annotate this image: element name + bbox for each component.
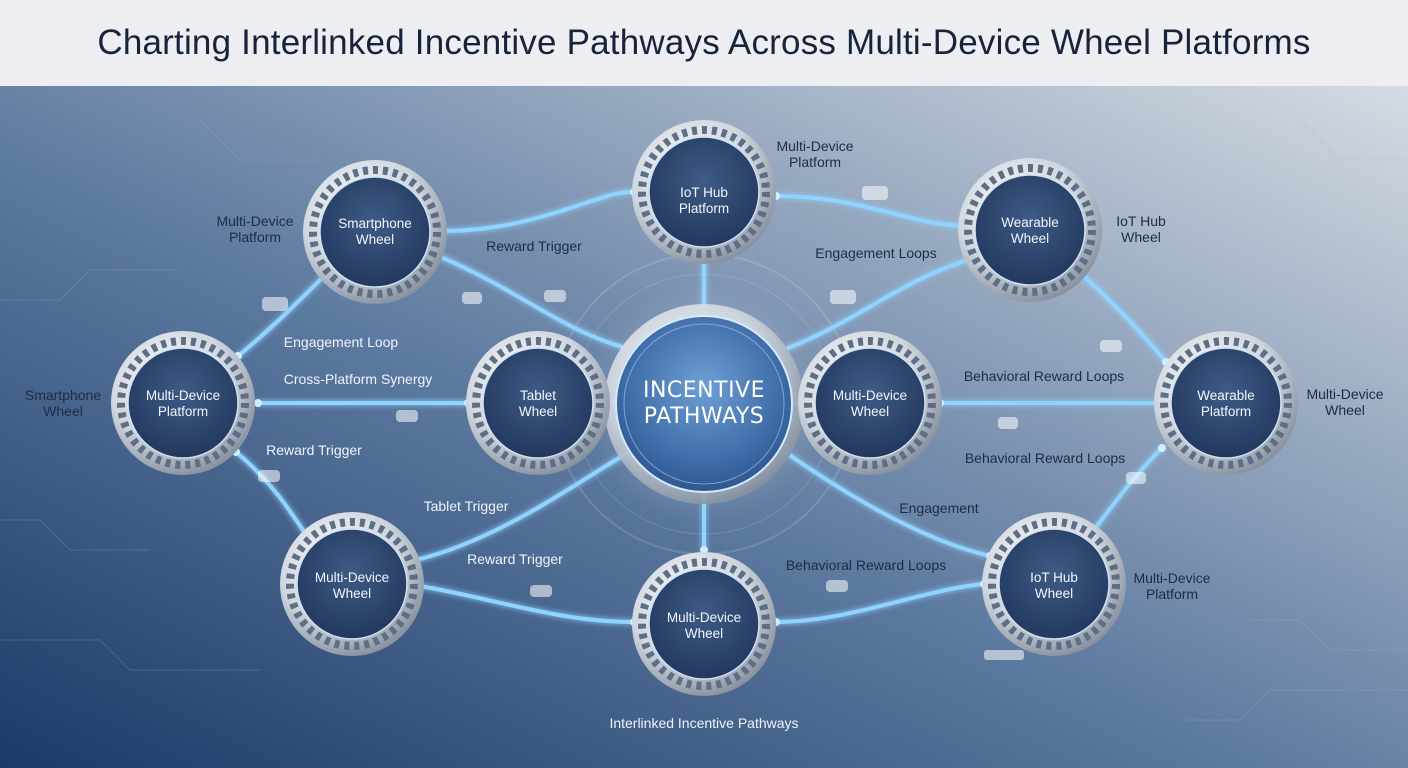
side-label-top-right-1: IoT Hub [1116,213,1166,229]
connector [786,452,992,558]
edge-label-cross-platform-synergy: Cross-Platform Synergy [284,371,433,387]
node-top-right-label-1: Wearable [1001,215,1059,230]
node-top-center: IoT Hub Platform [632,120,776,264]
side-label-far-right-1: Multi-Device [1306,386,1383,402]
edge-label-engagement-loop-left: Engagement Loop [284,334,399,350]
edge-label-behavioral-reward-loops-1: Behavioral Reward Loops [964,368,1124,384]
diagram-title: Charting Interlinked Incentive Pathways … [97,23,1311,62]
edge-label-engagement-loops-top: Engagement Loops [815,245,936,261]
node-top-left-label-1: Smartphone [338,216,412,231]
side-label-top-right-2: Wheel [1121,229,1161,245]
edge-label-engagement: Engagement [899,500,979,516]
connector [1090,446,1164,534]
node-mid-far-right: Wearable Platform [1154,331,1298,475]
node-mid-right: Multi-Device Wheel [798,331,942,475]
edge-label-reward-trigger-left: Reward Trigger [266,442,362,458]
connector [1073,266,1168,364]
node-bottom-right-label-2: Wheel [1035,586,1073,601]
side-labels: Multi-Device Platform Multi-Device Platf… [25,138,1384,602]
node-mid-far-left-label-1: Multi-Device [146,388,220,403]
title-bar: Charting Interlinked Incentive Pathways … [0,0,1408,86]
side-label-bottom-right-2: Platform [1146,586,1198,602]
side-label-far-left-1: Smartphone [25,387,101,403]
node-top-left-label-2: Wheel [356,232,394,247]
connector [774,582,986,624]
edge-label-behavioral-reward-loops-3: Behavioral Reward Loops [786,557,946,573]
node-mid-right-label-1: Multi-Device [833,388,907,403]
connector [440,189,636,233]
edge-label-behavioral-reward-loops-2: Behavioral Reward Loops [965,450,1125,466]
circuit-traces [0,119,1408,721]
node-mid-far-right-label-2: Platform [1201,404,1251,419]
node-bottom-left-label-2: Wheel [333,586,371,601]
node-top-left: Smartphone Wheel [303,160,447,304]
connector [786,256,976,350]
center-hub-label-2: PATHWAYS [644,404,764,429]
side-label-far-right-2: Wheel [1325,402,1365,418]
node-top-right: Wearable Wheel [958,158,1102,302]
side-label-top-left-2: Platform [229,229,281,245]
edge-label-tablet-trigger: Tablet Trigger [424,498,509,514]
node-top-center-label-1: IoT Hub [680,185,728,200]
side-label-top-center-2: Platform [789,154,841,170]
node-mid-left-label-2: Wheel [519,404,557,419]
node-bottom-center-label-1: Multi-Device [667,610,741,625]
node-mid-left-label-1: Tablet [520,388,556,403]
node-mid-left: Tablet Wheel [466,331,610,475]
edge-label-reward-trigger-bottom: Reward Trigger [467,551,563,567]
node-bottom-right: IoT Hub Wheel [982,512,1126,656]
side-label-top-center-1: Multi-Device [776,138,853,154]
connector [418,584,636,624]
node-mid-far-left-label-2: Platform [158,404,208,419]
micro-badges [258,186,1146,660]
node-mid-right-label-2: Wheel [851,404,889,419]
diagram-canvas: INCENTIVE PATHWAYS Smartphone Wheel IoT … [0,86,1408,768]
node-top-right-label-2: Wheel [1011,231,1049,246]
side-label-far-left-2: Wheel [43,403,83,419]
node-bottom-center: Multi-Device Wheel [632,552,776,696]
node-top-center-label-2: Platform [679,201,729,216]
edge-labels: Reward Trigger Engagement Loops Engageme… [266,238,1125,573]
node-mid-far-left: Multi-Device Platform [111,331,255,475]
node-mid-far-right-label-1: Wearable [1197,388,1255,403]
center-hub-label-1: INCENTIVE [643,378,765,403]
side-label-bottom-right-1: Multi-Device [1133,570,1210,586]
node-bottom-left-label-1: Multi-Device [315,570,389,585]
node-bottom-left: Multi-Device Wheel [280,512,424,656]
network-diagram: INCENTIVE PATHWAYS Smartphone Wheel IoT … [0,86,1408,768]
edge-label-reward-trigger-top: Reward Trigger [486,238,582,254]
side-label-top-left-1: Multi-Device [216,213,293,229]
footer-label: Interlinked Incentive Pathways [609,715,798,731]
connector [236,268,332,358]
center-hub: INCENTIVE PATHWAYS [604,304,804,504]
node-bottom-center-label-2: Wheel [685,626,723,641]
connector [774,194,964,228]
node-bottom-right-label-1: IoT Hub [1030,570,1078,585]
